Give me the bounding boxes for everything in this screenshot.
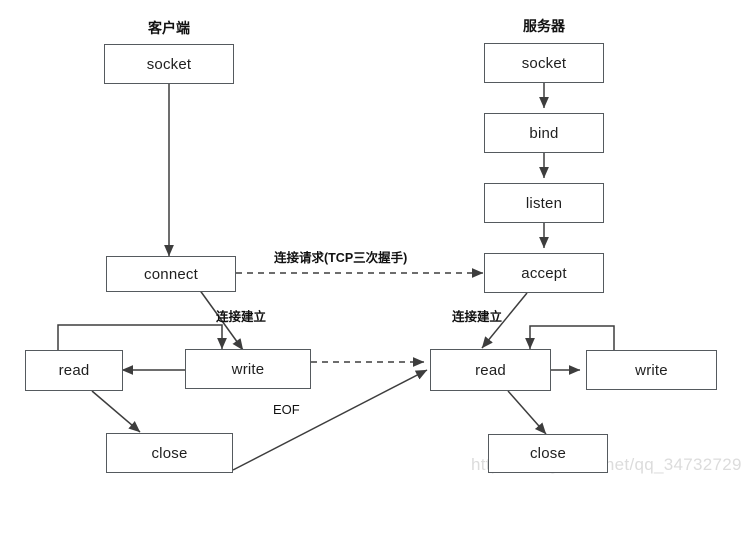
- node-server-socket[interactable]: socket: [484, 43, 604, 83]
- node-server-listen[interactable]: listen: [484, 183, 604, 223]
- edge-server-accept-to-read: [481, 292, 528, 349]
- node-server-accept[interactable]: accept: [484, 253, 604, 293]
- edge-server-write-loop-to-read: [525, 325, 615, 351]
- edge-label-eof: EOF: [273, 402, 300, 417]
- column-title-client: 客户端: [148, 20, 190, 36]
- edge-client-read-loop-to-write: [57, 324, 227, 351]
- edge-label-established-client: 连接建立: [216, 310, 267, 324]
- edge-label-established-server: 连接建立: [452, 310, 503, 324]
- node-client-read[interactable]: read: [25, 350, 123, 391]
- node-client-close[interactable]: close: [106, 433, 233, 473]
- node-server-bind[interactable]: bind: [484, 113, 604, 153]
- node-server-close[interactable]: close: [488, 434, 608, 473]
- edge-label-handshake: 连接请求(TCP三次握手): [274, 251, 408, 265]
- edge-eof-close-to-read: [232, 369, 428, 471]
- node-server-write[interactable]: write: [586, 350, 717, 390]
- node-client-socket[interactable]: socket: [104, 44, 234, 84]
- edge-client-connect-to-write: [198, 288, 244, 351]
- node-client-connect[interactable]: connect: [106, 256, 236, 292]
- column-title-server: 服务器: [523, 18, 565, 34]
- edge-server-read-to-close: [507, 390, 547, 435]
- node-client-write[interactable]: write: [185, 349, 311, 389]
- node-server-read[interactable]: read: [430, 349, 551, 391]
- edge-client-read-to-close: [91, 390, 141, 433]
